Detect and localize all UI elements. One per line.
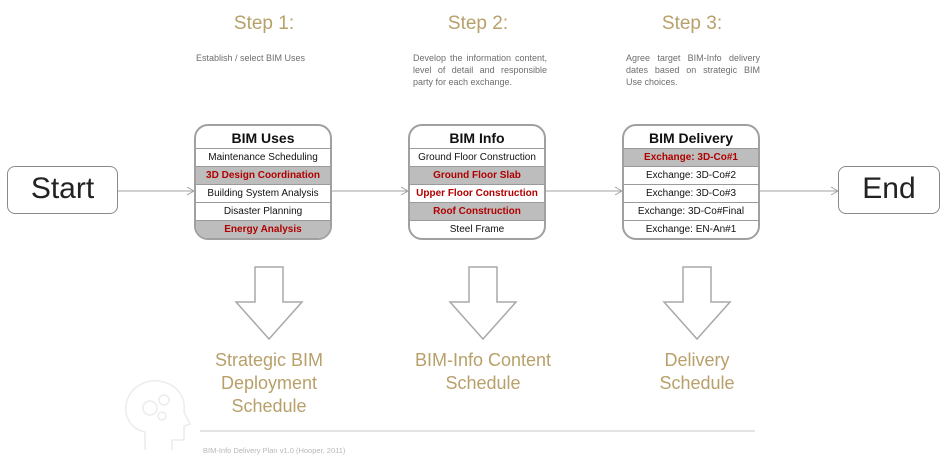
card-row: Roof Construction [410,202,544,220]
card-row: Maintenance Scheduling [196,148,330,166]
end-node: End [838,166,940,214]
down-arrow-step3 [662,266,732,341]
card-row: Exchange: 3D-Co#1 [624,148,758,166]
bim-delivery-card: BIM Delivery Exchange: 3D-Co#1 Exchange:… [622,124,760,240]
bim-uses-title: BIM Uses [231,130,295,146]
outcome-line: BIM-Info Content [414,350,552,370]
outcome-line: Schedule [445,373,521,393]
start-node: Start [7,166,118,214]
step3-description: Agree target BIM-Info delivery dates bas… [626,53,760,87]
card-row: Exchange: EN-An#1 [624,220,758,238]
down-arrow-step2 [448,266,518,341]
outcome-line: Schedule [231,396,307,416]
step1-description: Establish / select BIM Uses [196,53,306,63]
step1-outcome: Strategic BIM Deployment Schedule [169,349,369,418]
card-row: Exchange: 3D-Co#3 [624,184,758,202]
bim-info-title: BIM Info [449,130,505,146]
bim-uses-card: BIM Uses Maintenance Scheduling 3D Desig… [194,124,332,240]
card-row: Ground Floor Construction [410,148,544,166]
step1-title: Step 1: [233,13,295,34]
start-label: Start [30,172,95,205]
outcome-line: Deployment [220,373,318,393]
step3-title: Step 3: [661,13,723,34]
outcome-line: Schedule [659,373,735,393]
card-row: 3D Design Coordination [196,166,330,184]
card-row: Ground Floor Slab [410,166,544,184]
card-row: Steel Frame [410,220,544,238]
card-row: Disaster Planning [196,202,330,220]
outcome-line: Strategic BIM [214,350,324,370]
card-row: Exchange: 3D-Co#Final [624,202,758,220]
step2-description: Develop the information content, level o… [413,53,547,87]
card-row: Exchange: 3D-Co#2 [624,166,758,184]
step2-outcome: BIM-Info Content Schedule [383,349,583,395]
step3-outcome: Delivery Schedule [597,349,797,395]
down-arrow-step1 [234,266,304,341]
bim-delivery-title: BIM Delivery [648,130,734,146]
bim-info-card: BIM Info Ground Floor Construction Groun… [408,124,546,240]
card-row: Upper Floor Construction [410,184,544,202]
card-row: Building System Analysis [196,184,330,202]
citation-text: BIM-Info Delivery Plan v1.0 (Hooper, 201… [203,446,346,455]
end-label: End [862,172,916,205]
card-row: Energy Analysis [196,220,330,238]
step2-title: Step 2: [447,13,509,34]
head-gears-watermark-icon [124,380,192,450]
outcome-line: Delivery [664,350,730,370]
